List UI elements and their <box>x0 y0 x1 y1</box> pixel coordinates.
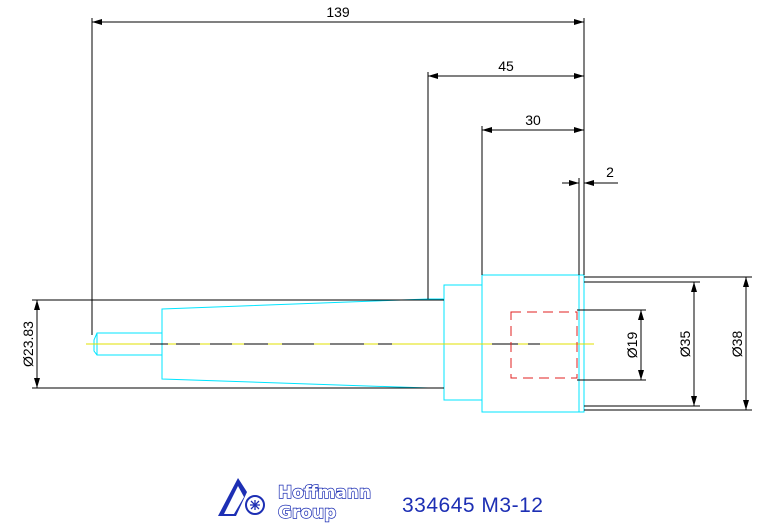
part-number: 334645 M3-12 <box>402 494 544 517</box>
logo-emblem-icon <box>218 478 265 516</box>
dim-length-2: 2 <box>606 164 614 180</box>
dim-dia-38: Ø38 <box>729 331 745 358</box>
dim-length-45: 45 <box>498 58 514 74</box>
logo-line1: Hoffmann <box>278 483 371 503</box>
dim-length-30: 30 <box>525 112 541 128</box>
dim-dia-19: Ø19 <box>624 332 640 359</box>
dimension-lines <box>32 18 752 411</box>
dim-dia-35: Ø35 <box>677 331 693 358</box>
collar <box>443 284 483 401</box>
tang-outline <box>93 332 162 356</box>
dim-overall-length: 139 <box>326 4 350 20</box>
hidden-bore <box>510 311 578 379</box>
hoffmann-logo: Hoffmann Group <box>218 478 372 523</box>
logo-line2: Group <box>278 503 336 523</box>
arrowheads <box>34 19 749 410</box>
dim-dia-left: Ø23.83 <box>20 321 36 367</box>
